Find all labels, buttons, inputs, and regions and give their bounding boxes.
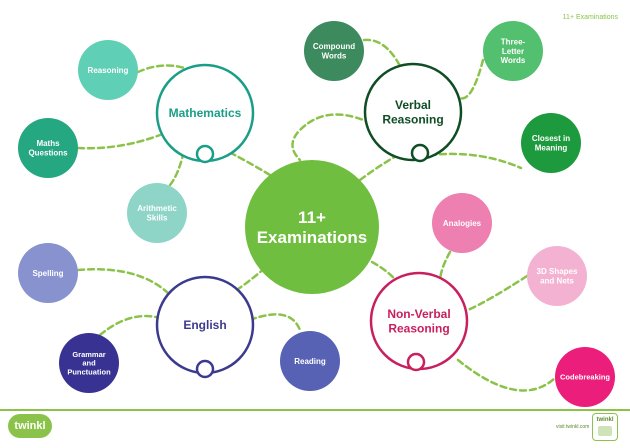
hub-knob-nonverbal [406, 352, 426, 372]
leaf-reasoning: Reasoning [78, 40, 138, 100]
connector-center-verbal [358, 153, 400, 182]
leaf-reading: Reading [280, 331, 340, 391]
brand-logo: twinkl [8, 414, 52, 438]
connector-verbal-compound [362, 38, 402, 68]
hub-label-mathematics: Mathematics [169, 106, 242, 120]
leaf-analogies: Analogies [432, 193, 492, 253]
hub-label-english: English [183, 318, 226, 332]
leaf-circle-reasoning [78, 40, 138, 100]
connector-verbal-tail [291, 113, 382, 162]
hub-knob-mathematics [195, 144, 215, 164]
footer-rule [0, 409, 630, 411]
leaf-circle-codebreaking [555, 347, 615, 407]
badge-icon: twinkl [592, 413, 618, 441]
center-label: 11+Examinations [257, 208, 368, 247]
leaf-circle-three-letter-words [483, 21, 543, 81]
hub-knob-verbal [410, 143, 430, 163]
connector-nonverbal-3d [466, 274, 529, 312]
leaf-circle-reading [280, 331, 340, 391]
hub-english: English [155, 275, 255, 379]
leaf-label-spelling: Spelling [32, 269, 63, 278]
hub-circle-verbal [363, 62, 463, 162]
footer-url: visit twinkl.com [556, 424, 590, 430]
hub-knob-english [195, 359, 215, 379]
leaf-circle-arithmetic-skills [127, 183, 187, 243]
leaf-label-codebreaking: Codebreaking [560, 373, 610, 382]
leaf-circle-3d-shapes-nets [527, 246, 587, 306]
connector-center-mathematics [223, 148, 272, 177]
center-node: 11+Examinations [245, 160, 379, 294]
connector-english-reading [248, 313, 302, 332]
center-circle [245, 160, 379, 294]
leaf-circle-compound-words [304, 21, 364, 81]
connector-english-grammar [98, 314, 162, 337]
leaf-spelling: Spelling [18, 243, 78, 303]
page-tag: 11+ Examinations [562, 14, 618, 21]
connector-verbal-closest [428, 152, 523, 170]
hub-mathematics: Mathematics [155, 63, 255, 164]
leaf-circle-maths-questions [18, 118, 78, 178]
leaf-label-analogies: Analogies [443, 219, 482, 228]
leaf-label-reading: Reading [294, 357, 326, 366]
leaf-circle-grammar-punctuation [59, 333, 119, 393]
connectors [76, 38, 557, 392]
leaf-codebreaking: Codebreaking [555, 347, 615, 407]
connector-math-mathsq [76, 133, 162, 150]
connector-english-spelling [76, 268, 172, 297]
connector-nonverbal-code [456, 358, 557, 392]
connector-verbal-three [453, 58, 485, 100]
leaf-circle-closest-in-meaning [521, 113, 581, 173]
leaf-label-reasoning: Reasoning [88, 66, 129, 75]
leaf-circle-analogies [432, 193, 492, 253]
connector-math-arith [168, 153, 185, 187]
leaf-circle-spelling [18, 243, 78, 303]
